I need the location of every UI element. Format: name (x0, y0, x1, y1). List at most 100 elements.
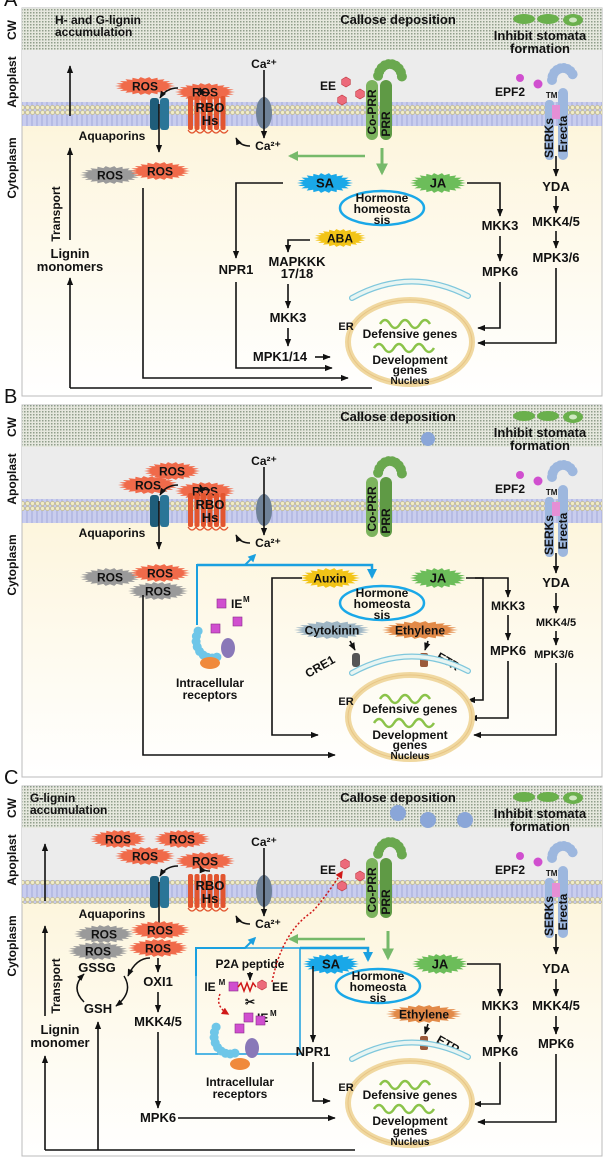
stomata-label: Inhibit stomata (494, 28, 587, 43)
ros-aquaporin-arrow (159, 865, 179, 877)
ie-peptide-icon (255, 1015, 266, 1026)
ros-cytoplasm-gray-shape (80, 568, 140, 586)
tmm-label: TMM (546, 91, 565, 100)
hormone-label: sis (370, 991, 387, 1005)
ie-peptide-icon (228, 981, 239, 992)
cre1-receptor-icon (352, 653, 360, 667)
serks-icon (545, 497, 554, 557)
aquaporin-icon (150, 495, 159, 527)
erecta-label: Erecta (556, 893, 570, 930)
nucleus-envelope (347, 1060, 473, 1146)
plasma-membrane (22, 102, 602, 126)
ros-apoplast-label: ROS (169, 832, 195, 846)
side-label-cytoplasm: Cytoplasm (5, 137, 19, 198)
ros-cytoplasm-gray-label: ROS (91, 927, 117, 941)
mpk6-nucleus-arrow (469, 661, 509, 722)
intracellular-receptor-icon (193, 626, 203, 636)
rboh-tail-icon (187, 906, 229, 912)
mapkkk-label: 17/18 (281, 266, 314, 281)
ee-icon (340, 858, 350, 870)
callose-icon (513, 14, 535, 24)
ros-cytoplasm-label: ROS (147, 164, 173, 178)
panel-letter: B (4, 386, 17, 408)
tmm-label: TMM (546, 488, 565, 497)
lignin-monomer-label: monomer (30, 1035, 89, 1050)
cytokinin-blob-label: Cytokinin (305, 623, 360, 637)
ethylene-etr-arrow (424, 1023, 431, 1035)
stomata-blob-icon (457, 812, 473, 828)
erecta-icon (558, 866, 568, 938)
mpk36-nucleus-arrow (477, 268, 557, 347)
rboh-icon (214, 493, 219, 527)
calcium-to-rboh-arrow (235, 534, 251, 544)
mkk45-label: MKK4/5 (134, 1014, 182, 1029)
mpk6-label: MPK6 (538, 1036, 574, 1051)
side-label-cytoplasm: Cytoplasm (5, 534, 19, 595)
development-genes-label: Development (372, 353, 447, 367)
stomata-blob-icon (421, 432, 435, 446)
aba-blob-shape (314, 229, 366, 247)
defensive-genes-label: Defensive genes (363, 1088, 458, 1102)
npr1-nucleus-arrow (235, 282, 333, 372)
rboh-icon (188, 874, 193, 908)
lignin-accumulation-label: accumulation (30, 803, 107, 817)
defensive-genes-label: Defensive genes (363, 702, 458, 716)
callose-icon (569, 414, 577, 420)
stomata-label: Inhibit stomata (494, 806, 587, 821)
rboh-icon (214, 96, 219, 130)
ie-peptide-icon (216, 598, 227, 609)
rboh-label: Hs (202, 891, 219, 906)
stomata-blob-icon (420, 812, 436, 828)
ros-apoplast-label: ROS (159, 464, 185, 478)
auxin-nucleus-arrow (271, 577, 319, 739)
hormone-label: Hormone (356, 191, 409, 205)
prr-icon (380, 477, 392, 537)
ros-cytoplasm-gray-label: ROS (85, 944, 111, 958)
serks-label: SERKs (542, 118, 556, 158)
yda-label: YDA (542, 179, 570, 194)
rboh-tail-icon (187, 128, 229, 134)
ee-icon (355, 870, 365, 882)
ethylene-blob-shape (382, 621, 458, 639)
ja-blob-shape (410, 568, 466, 588)
tmm-icon (552, 883, 560, 897)
mpk6-label: MPK6 (140, 1110, 176, 1125)
hormone-cycle-icon (334, 967, 422, 1005)
side-label-cw: CW (5, 797, 19, 818)
ee-icon (337, 880, 347, 892)
aquaporin-icon (150, 98, 159, 130)
stomata-blob-icon (390, 805, 406, 821)
ee-icon (355, 88, 365, 100)
ros-apoplast-shape (115, 847, 175, 865)
side-label-apoplast: Apoplast (5, 834, 19, 885)
sa-blob-label: SA (322, 957, 341, 972)
ja-blob-label: JA (432, 957, 449, 972)
rboh-tail-icon (187, 525, 229, 531)
mkk45-label: MKK4/5 (532, 214, 580, 229)
rboh-icon (201, 96, 206, 130)
gsh-gssg-arrow (76, 973, 85, 1003)
rboh-icon (188, 96, 193, 130)
intracellular-receptor-icon (245, 1038, 259, 1058)
co-prr-label: Co-PRR (365, 867, 379, 913)
stomata-label: formation (510, 41, 570, 56)
ros-cytoplasm-shape (130, 564, 190, 582)
tmm-label: TMM (546, 869, 565, 878)
ee-icon (341, 76, 351, 88)
ros-apoplast-shape (154, 830, 210, 848)
mpk6-nucleus-arrow (477, 1054, 557, 1126)
epf2-icon (533, 476, 543, 486)
rboh-icon (220, 96, 226, 130)
er-icon (350, 1040, 470, 1061)
intracellular-receptor-icon (211, 1022, 221, 1032)
npr1-label: NPR1 (219, 262, 254, 277)
development-genes-label: genes (393, 363, 428, 377)
ros-cytoplasm-label: ROS (147, 923, 173, 937)
callose-icon (537, 792, 559, 802)
ie-peptide-icon (243, 1012, 254, 1023)
aquaporins-label: Aquaporins (79, 129, 146, 143)
gssg-label: GSSG (78, 960, 116, 975)
hormone-label: homeosta (354, 202, 411, 216)
mapkkk-label: MAPKKK (268, 254, 326, 269)
